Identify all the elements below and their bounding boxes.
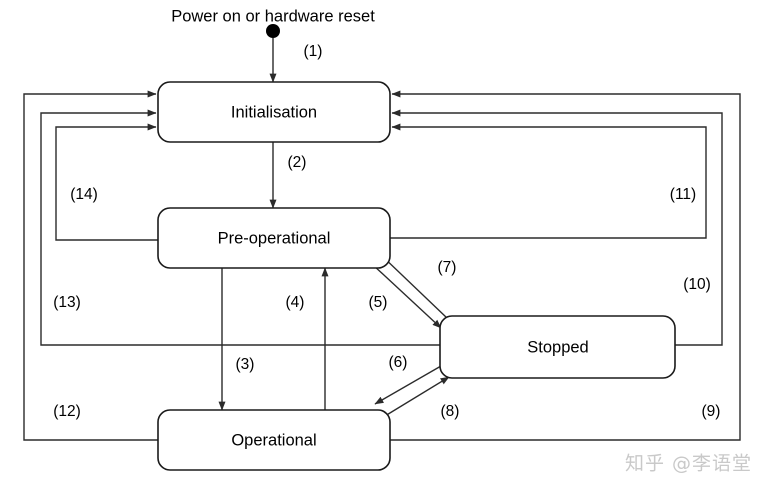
edge-11-preoperational-to-initialisation [390,123,707,239]
state-initialisation-label: Initialisation [231,103,317,121]
edge-label-11: (11) [670,186,696,203]
edge-7-stopped-to-preoperational [379,253,448,319]
edge-12-operational-to-initialisation [23,90,158,441]
edge-label-12: (12) [53,403,81,420]
edge-label-13: (13) [53,294,81,311]
state-stopped-label: Stopped [527,338,588,356]
start-caption: Power on or hardware reset [171,7,375,25]
state-operational[interactable]: Operational [157,409,391,471]
edge-9-operational-to-initialisation [390,90,741,441]
watermark: 知乎 @李语堂 [625,453,752,475]
state-stopped[interactable]: Stopped [439,315,676,379]
state-stopped-box[interactable] [439,315,676,379]
start-state-dot [266,24,280,38]
edge-8-operational-to-stopped [384,376,450,417]
edge-label-2: (2) [288,154,307,171]
edge-label-6: (6) [389,354,408,371]
edge-label-10: (10) [683,276,711,293]
edge-label-7: (7) [438,259,457,276]
state-initialisation-box[interactable] [157,81,391,143]
edge-5-preoperational-to-stopped [371,263,442,329]
edge-14-preoperational-to-initialisation [55,123,158,241]
state-operational-box[interactable] [157,409,391,471]
edge-label-9: (9) [702,403,721,420]
state-pre-operational-box[interactable] [157,207,391,269]
state-pre-operational[interactable]: Pre-operational [157,207,391,269]
edge-label-1: (1) [304,43,323,60]
state-operational-label: Operational [231,431,316,449]
edge-6-stopped-to-operational [374,365,442,405]
edge-label-14: (14) [70,186,98,203]
edge-10-stopped-to-initialisation [391,109,723,346]
state-pre-operational-label: Pre-operational [218,229,331,247]
edge-label-5: (5) [369,294,388,311]
edge-13-stopped-to-initialisation [40,109,440,346]
edge-label-3: (3) [236,356,255,373]
edge-label-8: (8) [441,403,460,420]
edge-label-4: (4) [286,294,305,311]
state-initialisation[interactable]: Initialisation [157,81,391,143]
